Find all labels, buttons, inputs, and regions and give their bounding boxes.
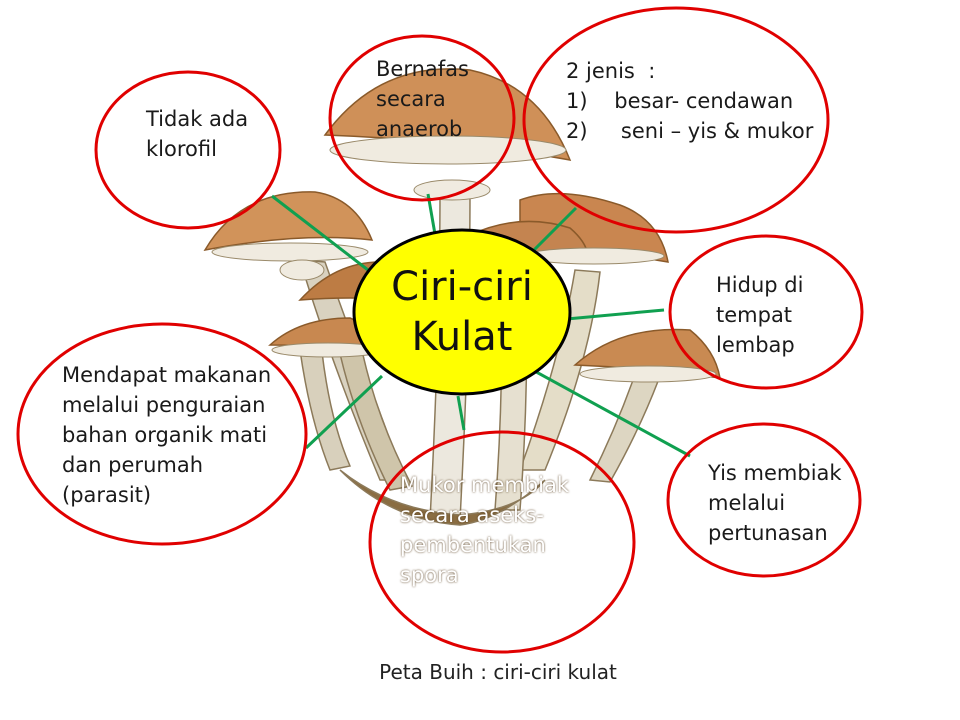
bubble-makanan — [16, 322, 308, 546]
center-bubble — [352, 228, 572, 396]
bubble-text-yis: Yis membiak melalui pertunasan — [708, 461, 842, 545]
connector-makanan — [304, 374, 384, 450]
connector-lines — [271, 193, 691, 458]
connector-klorofil — [271, 194, 369, 272]
outer-bubbles — [16, 6, 864, 654]
center-title-line1: Ciri-ciri — [391, 264, 533, 310]
bubble-yis — [666, 422, 862, 578]
bubble-text-bernafas: Bernafas secara anaerob — [376, 57, 469, 141]
diagram-caption: Peta Buih : ciri-ciri kulat — [0, 660, 960, 684]
bubble-text-jenis: 2 jenis : 1) besar- cendawan 2) seni – y… — [566, 59, 814, 143]
bubble-mukor — [368, 430, 636, 654]
bubble-lembap — [668, 234, 864, 390]
bubble-jenis — [522, 6, 830, 234]
mushroom-gills — [211, 135, 717, 383]
bubble-text-makanan: Mendapat makanan melalui penguraian baha… — [62, 363, 272, 507]
bubble-bernafas — [328, 34, 516, 202]
center-title-line2: Kulat — [411, 314, 513, 360]
connector-mukor — [456, 395, 466, 431]
center-title: Ciri-ciri Kulat — [356, 262, 568, 362]
bubble-text-klorofil: Tidak ada klorofil — [146, 107, 249, 161]
bubble-text-mukor: Mukor membiak secara aseks- pembentukan … — [400, 473, 570, 587]
caption-text: Peta Buih : ciri-ciri kulat — [379, 660, 617, 684]
bubble-klorofil — [94, 70, 282, 230]
bubble-text-lembap: Hidup di tempat lembap — [716, 273, 804, 357]
connector-yis — [517, 360, 691, 458]
